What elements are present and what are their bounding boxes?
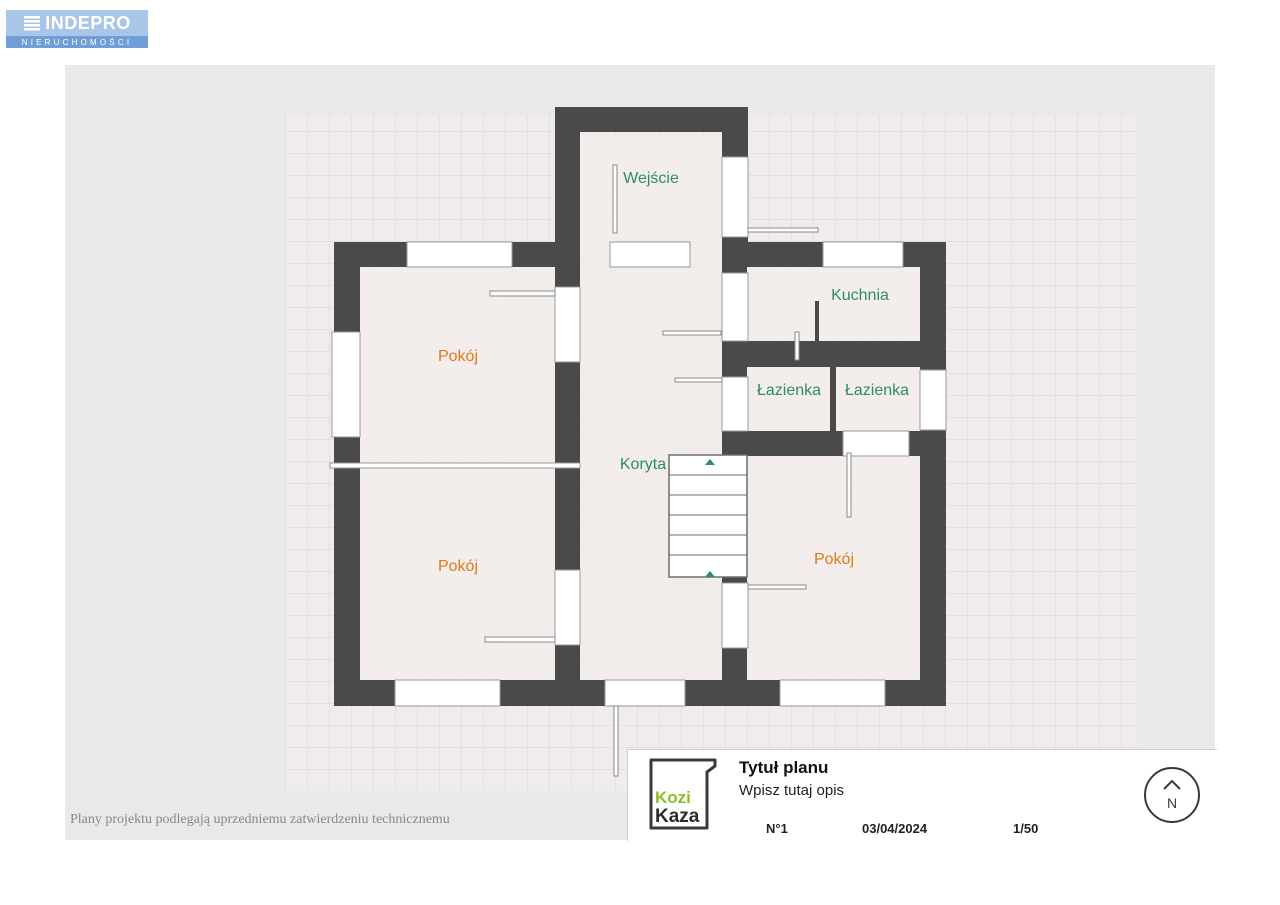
room-label-bathroom: Łazienka — [757, 382, 821, 399]
plan-date: 03/04/2024 — [862, 821, 928, 836]
stair-arrow-icon — [705, 571, 715, 577]
room-label-entrance: Wejście — [623, 170, 679, 187]
room-floors — [360, 135, 920, 680]
plan-sheet: Wejście Kuchnia Łazienka Łazienka Koryta… — [65, 65, 1215, 840]
door-leaves — [484, 164, 852, 777]
north-arrow-icon: N — [1144, 767, 1200, 823]
plan-number: N°1 — [766, 821, 788, 836]
room-label-bathroom: Łazienka — [845, 382, 909, 399]
room-label-kitchen: Kuchnia — [831, 287, 889, 304]
brand-tagline: NIERUCHOMOŚCI — [6, 36, 148, 48]
building-icon — [24, 16, 41, 31]
north-label: N — [1167, 795, 1177, 811]
stair-arrow-icon — [705, 459, 715, 465]
approval-disclaimer: Plany projektu podlegają uprzedniemu zat… — [70, 812, 450, 827]
plan-title[interactable]: Tytuł planu — [739, 758, 829, 777]
room-label-room: Pokój — [438, 558, 478, 575]
room-label-corridor: Koryta — [620, 456, 666, 473]
openings — [329, 156, 947, 707]
room-label-room: Pokój — [438, 348, 478, 365]
floor-plan: Wejście Kuchnia Łazienka Łazienka Koryta… — [285, 107, 1137, 791]
logo-line1: Kozi — [655, 788, 691, 807]
plan-scale: 1/50 — [1013, 821, 1039, 836]
logo-line2: Kaza — [655, 806, 700, 827]
title-block: Kozi Kaza Tytuł planu Wpisz tutaj opis N… — [627, 749, 1217, 841]
kozikaza-logo: Kozi Kaza — [649, 758, 717, 830]
brand-name: INDEPRO — [45, 12, 131, 33]
staircase — [668, 454, 748, 578]
room-label-room: Pokój — [814, 551, 854, 568]
plan-description[interactable]: Wpisz tutaj opis — [739, 782, 845, 799]
brand-logo: INDEPRO NIERUCHOMOŚCI — [6, 10, 148, 50]
